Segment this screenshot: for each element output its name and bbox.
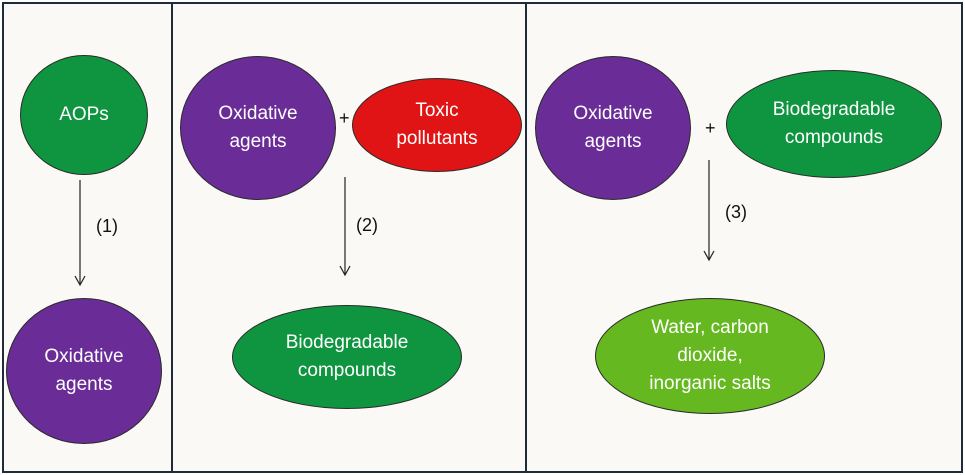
oxidative-agents-node-3: Oxidative agents bbox=[535, 56, 691, 200]
aops-label: AOPs bbox=[59, 104, 109, 125]
plus-sign-3: + bbox=[705, 118, 716, 138]
biodegradable-compounds-node-2: Biodegradable compounds bbox=[232, 305, 462, 409]
arrow-head-2 bbox=[339, 265, 351, 277]
biodegradable-compounds-label-2: Biodegradable compounds bbox=[285, 332, 409, 381]
aops-node: AOPs bbox=[20, 55, 148, 175]
biodegradable-compounds-label-3: Biodegradable compounds bbox=[772, 99, 896, 148]
step-3-label: (3) bbox=[725, 202, 747, 222]
oxidative-agents-node-2: Oxidative agents bbox=[180, 56, 336, 200]
oxidative-agents-label-1: Oxidative agents bbox=[44, 346, 124, 395]
oxidative-agents-label-3: Oxidative agents bbox=[573, 103, 653, 152]
oxidative-agents-node-1: Oxidative agents bbox=[6, 298, 162, 444]
panel-divider-1 bbox=[171, 2, 173, 471]
panel-divider-2 bbox=[525, 2, 527, 471]
final-products-label: Water, carbon dioxide, inorganic salts bbox=[649, 317, 771, 394]
final-products-node: Water, carbon dioxide, inorganic salts bbox=[595, 298, 825, 414]
toxic-pollutants-label: Toxic pollutants bbox=[396, 100, 478, 149]
toxic-pollutants-node: Toxic pollutants bbox=[352, 78, 522, 172]
arrow-head-3 bbox=[703, 250, 715, 262]
step-2-label: (2) bbox=[356, 215, 378, 235]
arrow-head-1 bbox=[74, 275, 86, 287]
oxidative-agents-label-2: Oxidative agents bbox=[218, 103, 298, 152]
step-1-label: (1) bbox=[96, 216, 118, 236]
biodegradable-compounds-node-3: Biodegradable compounds bbox=[726, 70, 942, 178]
plus-sign-2: + bbox=[339, 108, 350, 128]
